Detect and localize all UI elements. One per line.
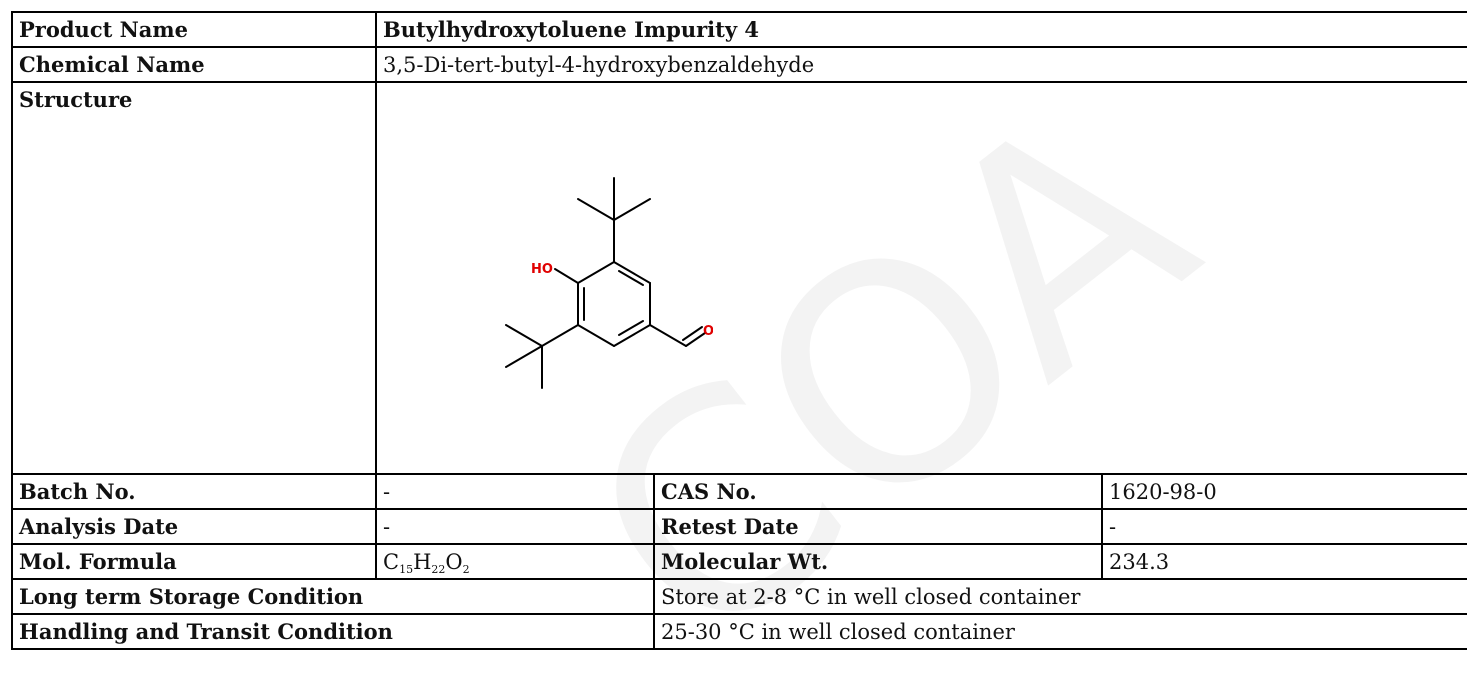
product-name-value: Butylhydroxytoluene Impurity 4 xyxy=(374,11,1467,48)
coa-table: Product Name Butylhydroxytoluene Impurit… xyxy=(11,11,1467,650)
analysis-date-value: - xyxy=(375,508,655,545)
handling-condition-label: Handling and Transit Condition xyxy=(11,613,655,650)
batch-no-value: - xyxy=(375,473,655,510)
aldehyde-oxygen-label: O xyxy=(703,324,713,339)
cas-no-value: 1620-98-0 xyxy=(1100,473,1467,510)
retest-date-label: Retest Date xyxy=(653,508,1103,545)
storage-condition-label: Long term Storage Condition xyxy=(11,578,655,615)
mol-formula-label: Mol. Formula xyxy=(11,543,377,580)
row-product-name: Product Name Butylhydroxytoluene Impurit… xyxy=(11,11,1467,48)
structure-cell: HO O xyxy=(374,81,1467,475)
row-formula-weight: Mol. Formula C15H22O2 Molecular Wt. 234.… xyxy=(11,543,1467,580)
structure-label: Structure xyxy=(11,81,377,475)
row-dates: Analysis Date - Retest Date - xyxy=(11,508,1467,545)
chemical-structure-diagram: HO O xyxy=(505,177,713,389)
hydroxyl-label: HO xyxy=(531,262,553,277)
retest-date-value: - xyxy=(1100,508,1467,545)
row-chemical-name: Chemical Name 3,5-Di-tert-butyl-4-hydrox… xyxy=(11,46,1467,83)
storage-condition-value: Store at 2-8 °C in well closed container xyxy=(652,578,1467,615)
handling-condition-value: 25-30 °C in well closed container xyxy=(652,613,1467,650)
row-handling: Handling and Transit Condition 25-30 °C … xyxy=(11,613,1467,650)
cas-no-label: CAS No. xyxy=(653,473,1103,510)
chemical-name-label: Chemical Name xyxy=(11,46,377,83)
product-name-label: Product Name xyxy=(11,11,377,48)
chemical-name-value: 3,5-Di-tert-butyl-4-hydroxybenzaldehyde xyxy=(374,46,1467,83)
analysis-date-label: Analysis Date xyxy=(11,508,377,545)
row-storage: Long term Storage Condition Store at 2-8… xyxy=(11,578,1467,615)
row-batch-cas: Batch No. - CAS No. 1620-98-0 xyxy=(11,473,1467,510)
mol-formula-value: C15H22O2 xyxy=(375,543,655,580)
molecular-weight-label: Molecular Wt. xyxy=(653,543,1103,580)
batch-no-label: Batch No. xyxy=(11,473,377,510)
row-structure: Structure xyxy=(11,81,1467,475)
molecular-weight-value: 234.3 xyxy=(1100,543,1467,580)
